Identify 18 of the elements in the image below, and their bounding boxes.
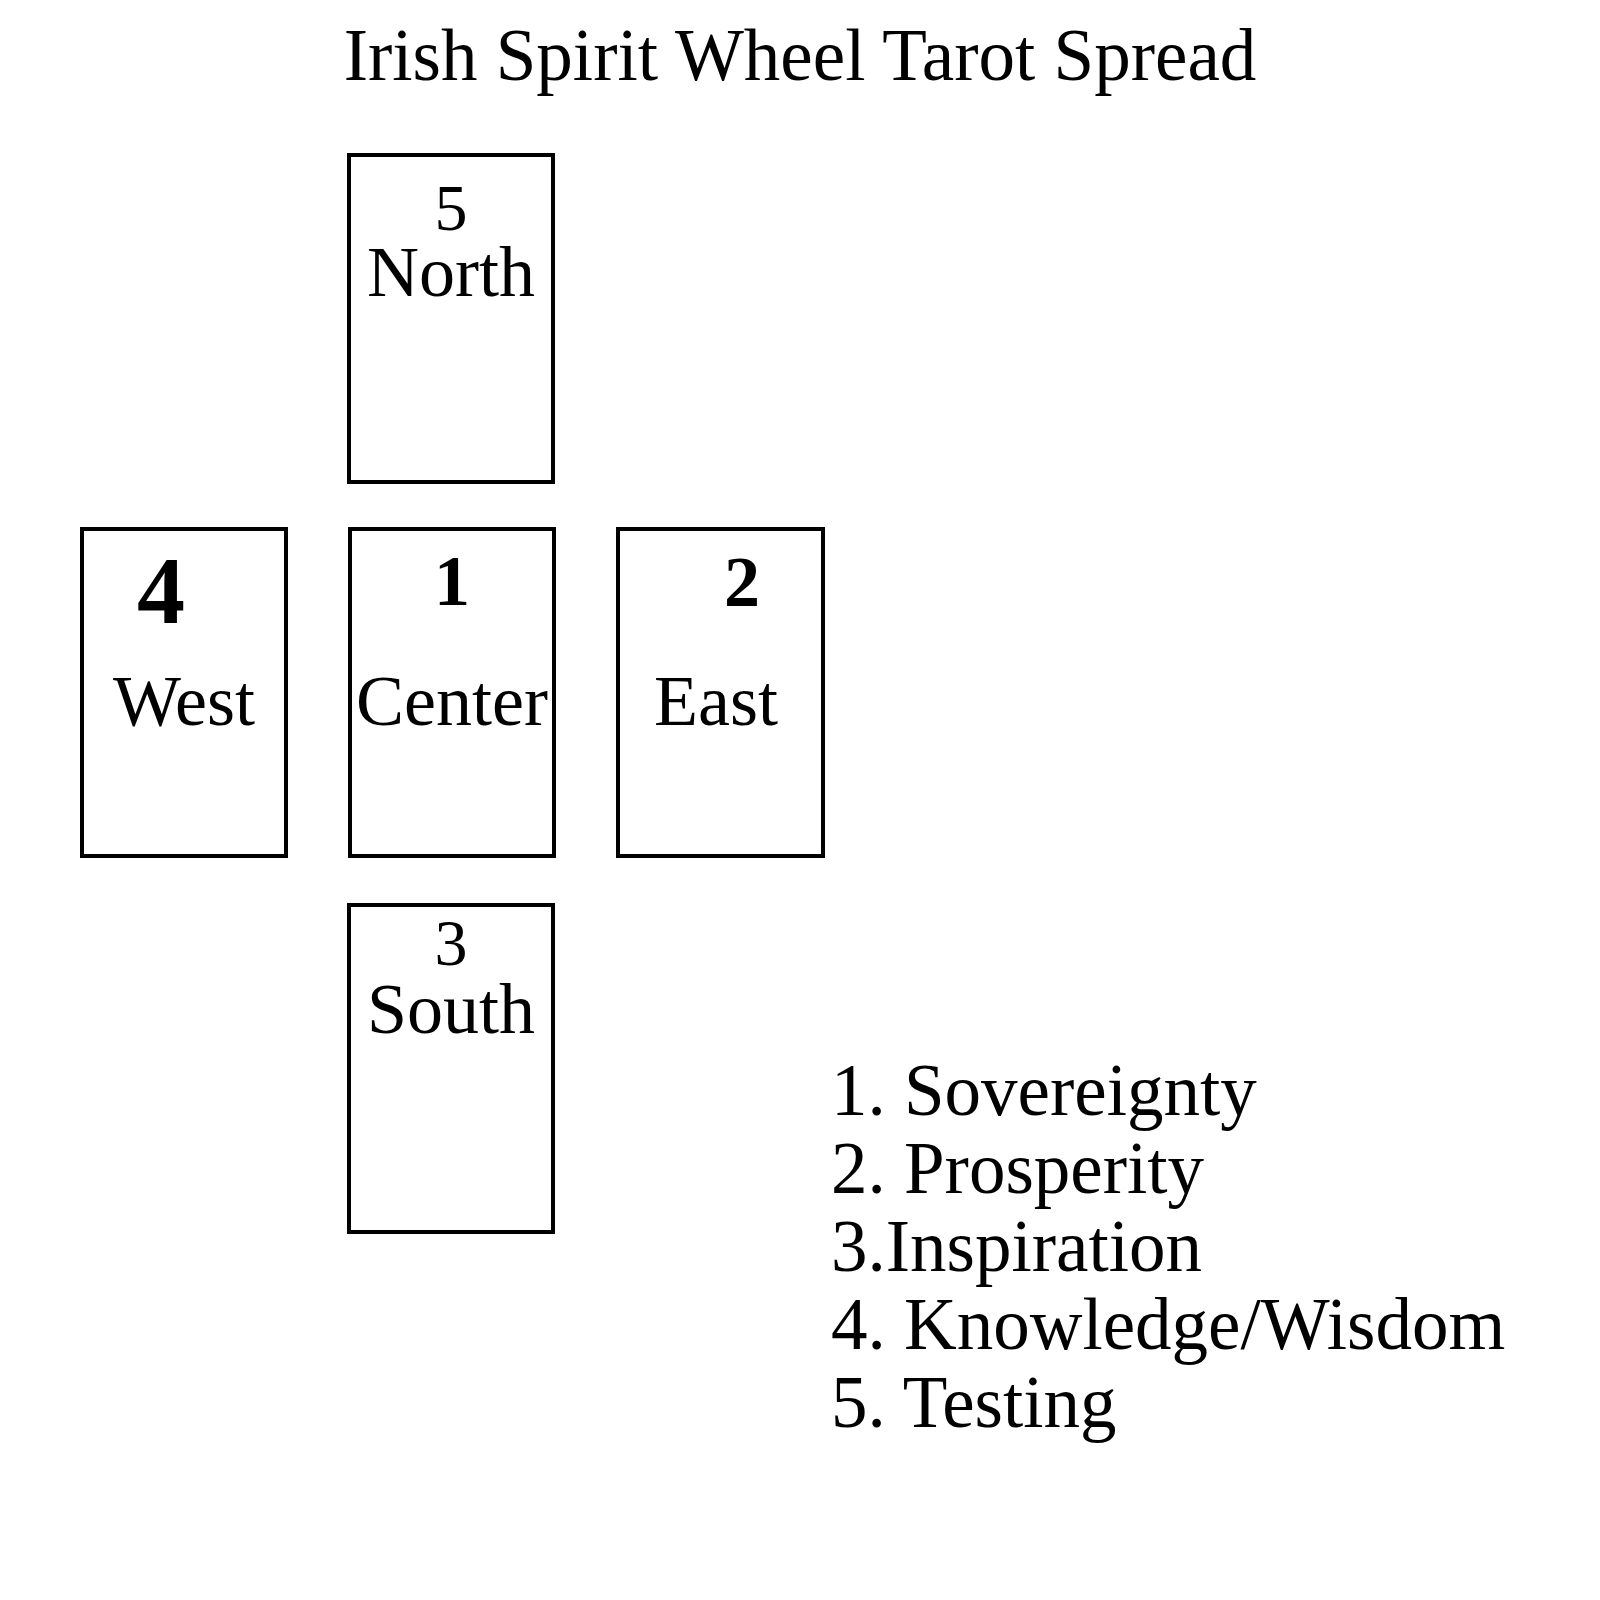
- card-number: 1: [434, 545, 470, 617]
- card-number: 2: [724, 546, 760, 618]
- position-meaning-text: 4. Knowledge/Wisdom: [831, 1286, 1506, 1364]
- position-meaning-text: 5. Testing: [831, 1364, 1117, 1442]
- position-meaning-text: 3.Inspiration: [831, 1208, 1203, 1286]
- card-slot: [616, 527, 825, 858]
- position-meaning-text: 1. Sovereignty: [831, 1052, 1258, 1130]
- card-label: East: [654, 665, 778, 737]
- card-slot: [348, 527, 556, 858]
- card-slot: [347, 153, 555, 484]
- card-number: 3: [434, 910, 468, 976]
- position-meaning-text: 2. Prosperity: [831, 1130, 1205, 1208]
- card-label: Center: [356, 665, 548, 737]
- card-number: 4: [137, 543, 185, 639]
- card-slot: [80, 527, 288, 858]
- card-label: South: [367, 973, 535, 1045]
- card-label: West: [112, 665, 256, 737]
- card-slot: [347, 903, 555, 1234]
